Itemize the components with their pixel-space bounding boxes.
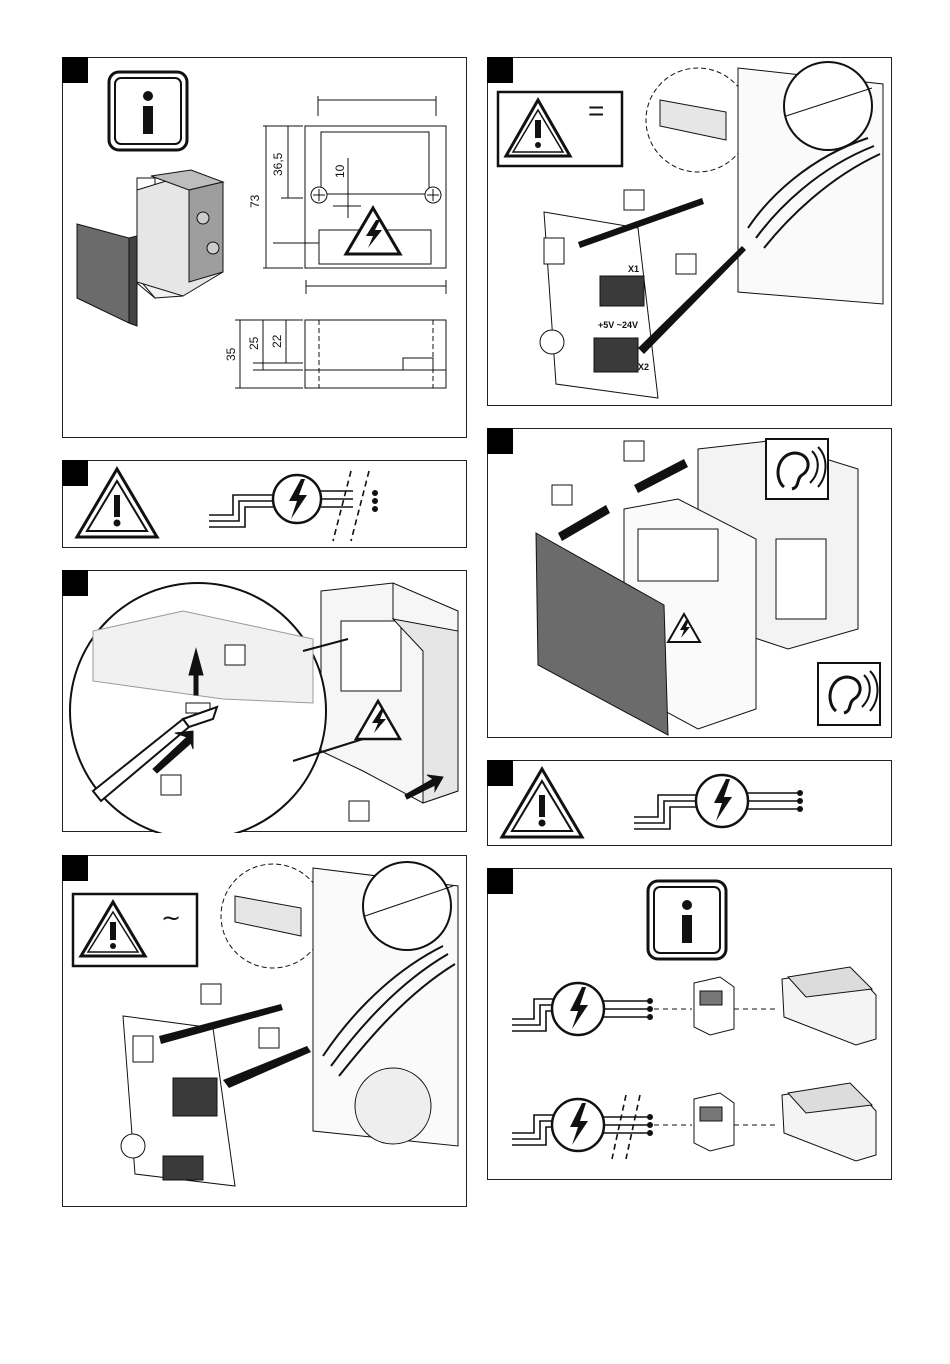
callout-box-1 <box>624 190 644 210</box>
warning-icon <box>77 469 157 537</box>
callout-box-2 <box>624 441 644 461</box>
dimension-depth-mid: 25 <box>247 336 261 350</box>
receiver-module-icon <box>694 1093 734 1151</box>
dimension-small-offset: 10 <box>333 164 347 178</box>
callout-box-1 <box>225 645 245 665</box>
cover-unit-illustration <box>321 583 458 803</box>
figure-panel-reconnect <box>487 760 892 846</box>
callout-box-1 <box>201 984 221 1004</box>
ear-icon <box>766 439 828 499</box>
figure-panel-pcb-ac: ~ <box>62 855 467 1207</box>
indoor-unit-icon <box>782 1083 876 1161</box>
callout-box-2 <box>161 775 181 795</box>
dimension-drawing-side <box>235 320 446 388</box>
lightning-icon <box>696 775 748 827</box>
figure-panel-release-cover <box>62 570 467 832</box>
info-icon <box>648 881 726 959</box>
figure-panel-info-connection <box>487 868 892 1180</box>
warning-icon <box>502 769 582 837</box>
info-icon <box>109 72 187 150</box>
callout-box-1 <box>552 485 572 505</box>
lightning-icon <box>552 983 604 1035</box>
ear-icon <box>818 663 880 725</box>
callout-box-2 <box>676 254 696 274</box>
figure-panel-dimensions: 73 36,5 10 35 25 22 <box>62 57 467 438</box>
callout-box-3 <box>349 801 369 821</box>
figure-panel-disconnect <box>62 460 467 548</box>
dimension-drawing-front <box>263 96 446 294</box>
wire-zoom <box>784 62 872 150</box>
lightning-icon <box>273 475 321 523</box>
wire-zoom <box>363 862 453 950</box>
terminal-x1-label: X1 <box>628 264 639 274</box>
terminal-x2-label: X2 <box>638 362 649 372</box>
warning-icon <box>346 208 400 254</box>
figure-panel-assembly <box>487 428 892 738</box>
lightning-icon <box>552 1099 604 1151</box>
figure-panel-pcb-dc: = X1 X2 +5V ~24V <box>487 57 892 406</box>
dimension-height-upper: 36,5 <box>271 152 285 176</box>
pcb-voltage-label: +5V ~24V <box>598 320 638 330</box>
indoor-unit-icon <box>782 967 876 1045</box>
dimension-depth-inner: 22 <box>270 334 284 348</box>
dimension-height-total: 73 <box>248 194 262 208</box>
ac-symbol: ~ <box>161 904 181 932</box>
receiver-module-icon <box>694 977 734 1035</box>
callout-box-2 <box>259 1028 279 1048</box>
module-zoom <box>646 68 750 172</box>
dc-symbol: = <box>588 95 604 126</box>
pcb-illustration <box>121 1016 235 1186</box>
junction-box-illustration <box>77 170 223 326</box>
module-zoom <box>221 864 325 968</box>
dimension-depth-total: 35 <box>224 347 238 361</box>
